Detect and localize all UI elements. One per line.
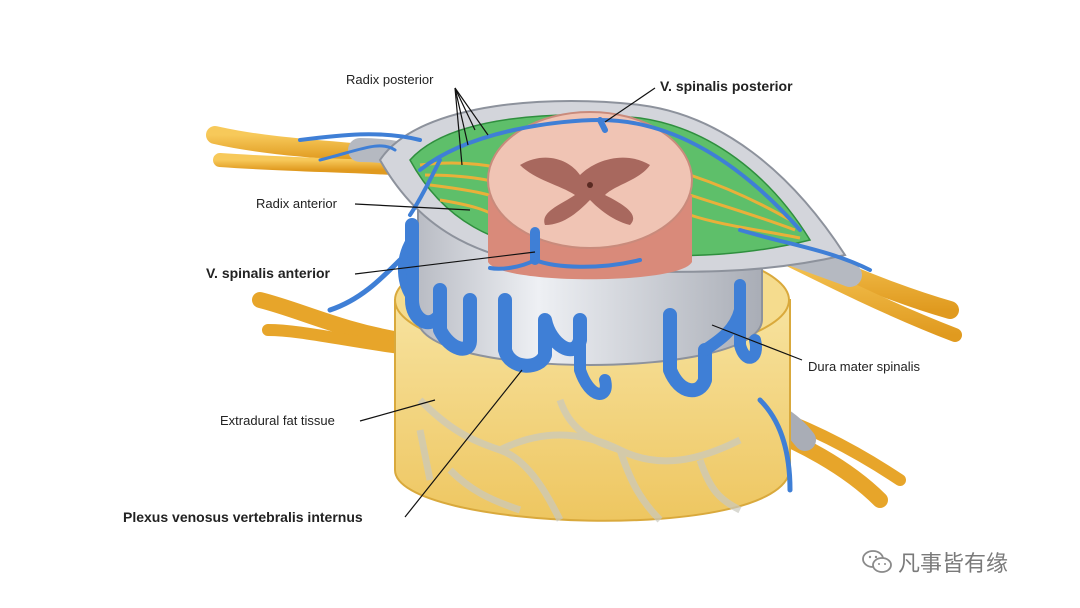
label-v-spinalis-posterior: V. spinalis posterior bbox=[660, 78, 793, 94]
wechat-icon bbox=[862, 550, 892, 573]
label-plexus-venosus: Plexus venosus vertebralis internus bbox=[123, 509, 363, 525]
label-radix-anterior: Radix anterior bbox=[256, 196, 337, 211]
leader-lines bbox=[354, 87, 803, 518]
watermark-text: 凡事皆有缘 bbox=[898, 552, 1009, 577]
veins bbox=[298, 117, 872, 493]
label-v-spinalis-anterior: V. spinalis anterior bbox=[206, 265, 330, 281]
watermark: 凡事皆有缘 bbox=[862, 546, 1008, 578]
label-dura-mater-spinalis: Dura mater spinalis bbox=[808, 359, 920, 374]
label-extradural-fat-tissue: Extradural fat tissue bbox=[220, 413, 335, 428]
label-radix-posterior: Radix posterior bbox=[346, 72, 434, 87]
